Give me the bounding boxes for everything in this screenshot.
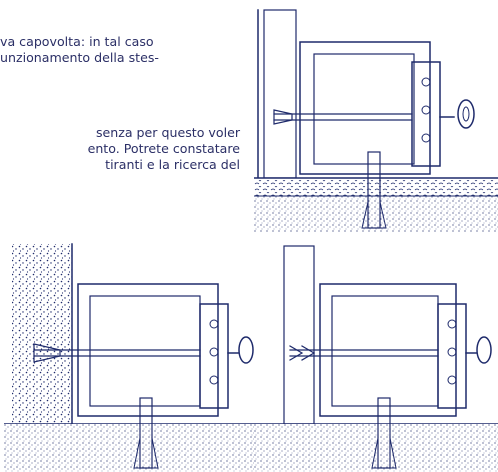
text-block: va capovolta: in tal caso unzionamento d…	[0, 0, 254, 200]
text-line: ento. Potrete constatare	[87, 141, 240, 156]
installation-in-brick-wall	[254, 9, 498, 232]
text-line: senza per questo voler	[95, 125, 240, 140]
text-line: tiranti e la ricerca del	[105, 157, 240, 172]
text-line: unzionamento della stes-	[0, 50, 159, 65]
text-line: va capovolta: in tal caso	[0, 34, 154, 49]
installation-in-hollow-block-wall	[254, 245, 498, 472]
installation-in-solid-wall	[4, 243, 254, 472]
